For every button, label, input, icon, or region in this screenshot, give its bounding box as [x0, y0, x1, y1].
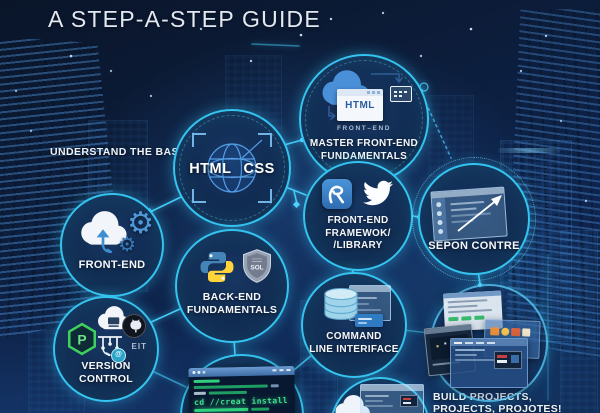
- node-frontend: ⚙ ⚙ FRONT-END: [60, 193, 164, 297]
- node-label: COMMAND LINE INTERIFACE: [309, 331, 399, 355]
- github-octocat-icon: [122, 314, 146, 338]
- node-deploy-partial: [330, 377, 430, 413]
- node-label: SEPON CONTRE: [428, 240, 520, 252]
- code-chip-icon: [355, 314, 383, 327]
- viewfinder-bracket-icon: [258, 133, 272, 147]
- twitter-bird-icon: [363, 180, 394, 206]
- terminal-command: cd //creat install: [193, 396, 289, 408]
- glow-bar: [498, 148, 560, 153]
- node-label: MASTER FRONT-END FUNDAMENTALS: [309, 138, 419, 162]
- window-titlebar: [337, 89, 383, 96]
- mock-row: [365, 395, 389, 397]
- cloud-upload-icon: [81, 211, 127, 253]
- globe-icon: [207, 139, 263, 193]
- mock-row: [365, 400, 383, 402]
- small-window-icon: [390, 86, 412, 102]
- flow-arrows-icon: [328, 73, 403, 120]
- node-label: FRONT-END FRAMEWOK/ /LIBRARY: [325, 215, 391, 251]
- node-command-line: COMMAND LINE INTERIFACE: [301, 272, 407, 378]
- node-label: VERSION CONTROL: [78, 360, 133, 386]
- cloud-icon: [322, 70, 370, 105]
- mock-thumb: [400, 395, 418, 407]
- mock-titlebar: [361, 385, 423, 391]
- trend-arrow-icon: [457, 195, 502, 232]
- project-window: [450, 338, 528, 388]
- window-title-text: HTML: [345, 100, 375, 111]
- page-title: A STEP-A-STEP GUIDE: [48, 6, 321, 32]
- node-screen-control: SEPON CONTRE: [412, 157, 536, 281]
- shield-text: SOL: [250, 265, 263, 272]
- sql-shield-icon: SOL: [243, 249, 271, 283]
- mock-row: [355, 303, 369, 305]
- python-icon: [200, 252, 234, 282]
- terminal-window: cd //creat install: [188, 365, 296, 413]
- node-version-control: P EIT @ VERSION CONTROL: [53, 296, 159, 402]
- dashboard-mock-icon: [360, 384, 424, 413]
- mock-row: [355, 297, 377, 299]
- hexagon-letter: P: [77, 331, 86, 347]
- viewfinder-bracket-icon: [192, 189, 206, 203]
- commit-dot-icon: @: [111, 348, 126, 363]
- label-understand-the-basics: UNDERSTAND THE BASICS: [50, 146, 198, 158]
- gear-icon: ⚙: [118, 234, 136, 256]
- viewfinder-bracket-icon: [192, 133, 206, 147]
- build-label-line2: PROJECTS, PROJOTES!: [433, 403, 562, 413]
- mock-row: [365, 405, 393, 407]
- node-framework-library: FRONT-END FRAMEWOK/ /LIBRARY: [303, 161, 413, 271]
- tag-html: HTML: [189, 161, 232, 178]
- html-window-icon: HTML: [337, 89, 383, 121]
- terminal-body: cd //creat install: [188, 374, 296, 413]
- node-build-projects: [423, 284, 548, 402]
- tag-css: CSS: [243, 161, 275, 178]
- html-css-tags: HTML CSS: [175, 161, 289, 177]
- cloud-icon: [335, 394, 370, 413]
- mock-row: [358, 322, 367, 324]
- mock-row: [358, 318, 372, 320]
- mock-row: [355, 309, 381, 311]
- node-label: BACK-END FUNDAMENTALS: [186, 291, 278, 317]
- framework-icon: [322, 179, 352, 209]
- node-label: FRONT-END: [78, 259, 146, 271]
- frontend-caption: FRONT–END: [336, 125, 392, 132]
- node-backend: SOL BACK-END FUNDAMENTALS: [175, 229, 289, 343]
- viewfinder-bracket-icon: [258, 189, 272, 203]
- package-hexagon-icon: P: [67, 322, 97, 356]
- mock-titlebar: [350, 286, 390, 292]
- gear-icon: ⚙: [127, 207, 154, 240]
- node-html-css: HTML CSS: [173, 109, 291, 227]
- building-silhouette: [560, 230, 598, 413]
- git-text: EIT: [131, 342, 147, 351]
